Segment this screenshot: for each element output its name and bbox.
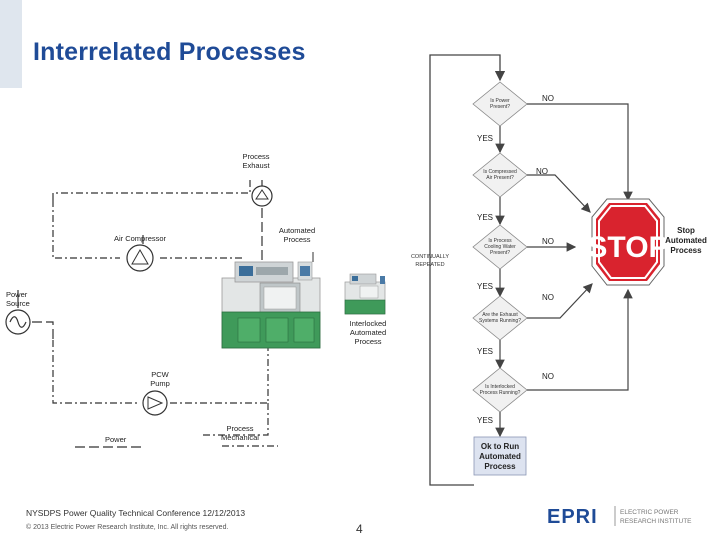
epri-logo-line1: ELECTRIC POWER: [620, 509, 679, 516]
stop-label-3: Process: [670, 246, 702, 255]
footer-conference: NYSDPS Power Quality Technical Conferenc…: [26, 508, 246, 518]
ok-to-run-box: [473, 436, 527, 476]
stop-label-2: Automated: [665, 236, 707, 245]
decision-air-text-1: Is Compressed: [483, 169, 517, 175]
no-label-3: NO: [542, 237, 554, 246]
corner-accent: [0, 0, 22, 88]
pcw-line: [52, 340, 140, 404]
stop-sign-icon: STOP: [587, 198, 669, 286]
decision-exhaust-text-1: Are the Exhaust: [482, 312, 518, 318]
yes-label-3: YES: [477, 282, 493, 291]
decision-cooling-text-1: Is Process: [488, 238, 512, 244]
pcw-pump-label-2: Pump: [150, 379, 170, 388]
footer-copyright: © 2013 Electric Power Research Institute…: [26, 524, 229, 531]
mech-line: [200, 403, 269, 436]
yes-label-4: YES: [477, 347, 493, 356]
decision-exhaust-text-2: Systems Running?: [479, 318, 521, 324]
interlocked-label-3: Process: [354, 337, 381, 346]
interlocked-machine: [344, 273, 386, 315]
no-label-5: NO: [542, 372, 554, 381]
loop-line: [429, 54, 506, 486]
interlocked-label-1: Interlocked: [350, 319, 387, 328]
process-mechanical-label-2: Mechanical: [221, 433, 259, 442]
ok-box-text-2: Automated: [479, 452, 521, 461]
ok-box-text-1: Ok to Run: [481, 442, 519, 451]
continually-label-2: REPEATED: [415, 262, 444, 268]
epri-logo-line2: RESEARCH INSTITUTE: [620, 518, 692, 525]
yes-label-1: YES: [477, 134, 493, 143]
yes-label-5: YES: [477, 416, 493, 425]
decision-interlocked-text-2: Process Running?: [480, 390, 521, 396]
slide-title: Interrelated Processes: [33, 38, 306, 66]
automated-process-label-2: Process: [283, 235, 310, 244]
process-exhaust-label-1: Process: [242, 152, 269, 161]
power-source-label-1: Power: [6, 290, 28, 299]
decision-power-text-2: Present?: [490, 104, 510, 110]
pcw-pump-icon: [142, 390, 168, 416]
ok-box-text-3: Process: [484, 462, 516, 471]
epri-logo: EPRI ELECTRIC POWER RESEARCH INSTITUTE: [547, 506, 692, 528]
process-exhaust-label-2: Exhaust: [242, 161, 270, 170]
interlocked-label-2: Automated: [350, 328, 386, 337]
decision-cooling-text-3: Present?: [490, 250, 510, 256]
air-compressor-label: Air Compressor: [114, 234, 167, 243]
exhaust-fan-icon: [251, 185, 273, 207]
stop-label-1: Stop: [677, 226, 695, 235]
no-label-1: NO: [542, 94, 554, 103]
no-label-4: NO: [542, 293, 554, 302]
pcw-pump-label-1: PCW: [151, 370, 169, 379]
no-label-2: NO: [536, 167, 548, 176]
power-legend-label: Power: [105, 435, 127, 444]
exhaust-line: [52, 180, 251, 200]
decision-interlocked-text-1: Is Interlocked: [485, 384, 515, 390]
page-number: 4: [356, 522, 363, 536]
decision-air-text-2: Air Present?: [486, 175, 514, 181]
stop-sign-text: STOP: [587, 231, 668, 264]
power-line: [32, 321, 54, 340]
continually-label-1: CONTINUALLY: [411, 254, 449, 260]
decision-power-text-1: Is Power: [490, 98, 510, 104]
yes-label-2: YES: [477, 213, 493, 222]
process-mechanical-label-1: Process: [226, 424, 253, 433]
decision-cooling-text-2: Cooling Water: [484, 244, 516, 250]
power-source-label-2: Source: [6, 299, 30, 308]
air-line: [52, 200, 120, 259]
air-compressor-icon: [126, 244, 154, 272]
automated-machine: [221, 252, 321, 349]
flowchart: CONTINUALLY REPEATED Is Power Present? Y…: [411, 54, 707, 486]
schematic: Process Exhaust Air Compressor Automated…: [5, 152, 387, 448]
pcw-line-right: [170, 348, 269, 404]
epri-logo-mark: EPRI: [547, 506, 598, 528]
automated-process-label-1: Automated: [279, 226, 315, 235]
power-source-icon: [5, 309, 31, 335]
